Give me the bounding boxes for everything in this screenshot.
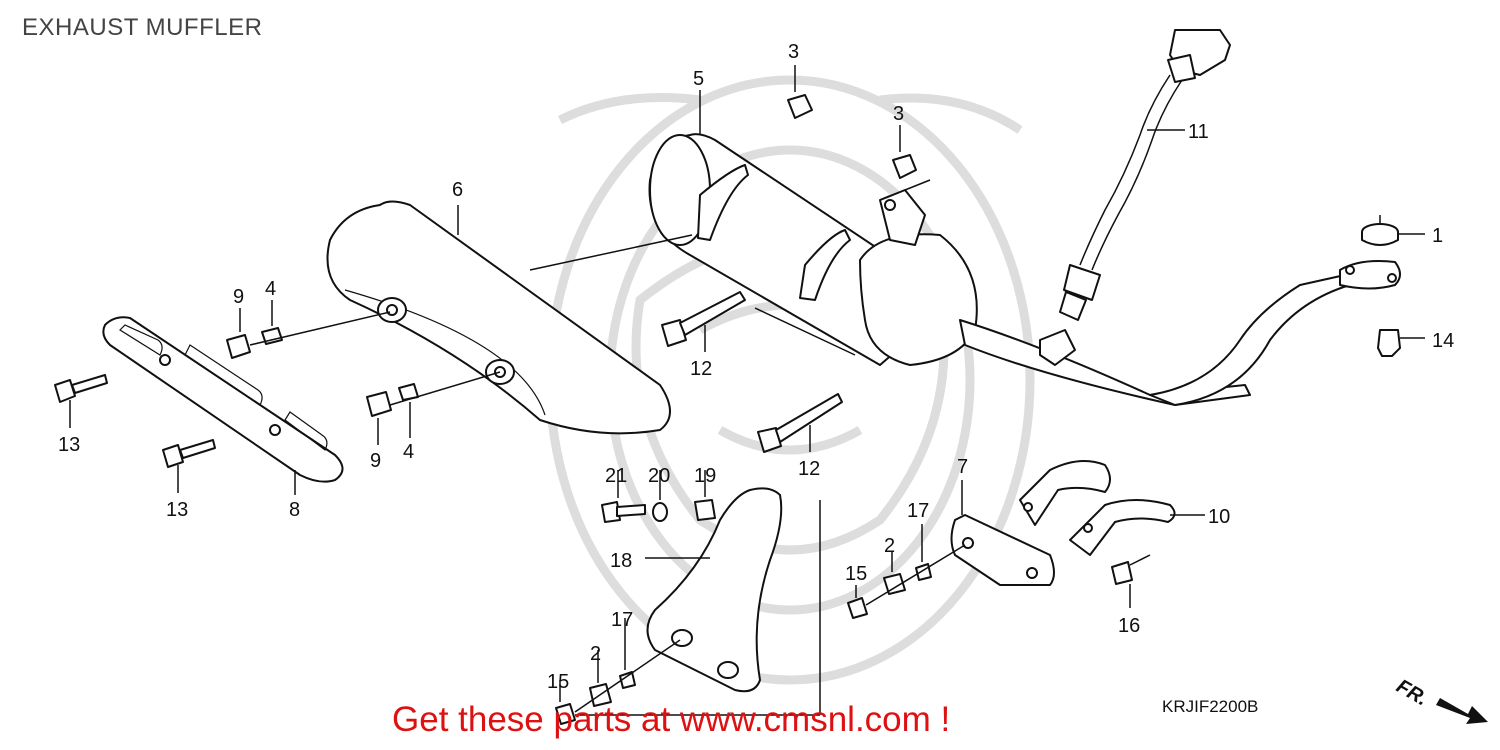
callout-3-top: 3: [788, 41, 799, 63]
mounting-bolts: [661, 291, 843, 453]
front-label: FR.: [1393, 675, 1432, 710]
callout-11: 11: [1188, 121, 1209, 143]
callout-13-left: 13: [58, 434, 80, 456]
callout-14: 14: [1432, 330, 1454, 352]
heat-guard: [102, 316, 344, 495]
callout-17-right: 17: [907, 500, 929, 522]
stay-mount-lower: [555, 618, 681, 725]
callout-10: 10: [1208, 506, 1230, 528]
callout-7: 7: [957, 456, 968, 478]
callout-15-right: 15: [845, 563, 867, 585]
callout-3-mid: 3: [893, 103, 904, 125]
stay-fasteners: [601, 470, 716, 523]
callout-18: 18: [610, 550, 632, 572]
hanger-fasteners: [847, 524, 1151, 619]
callout-8: 8: [289, 499, 300, 521]
callout-12-top: 12: [690, 358, 712, 380]
callout-17-left: 17: [611, 609, 633, 631]
muffler-stay: [645, 487, 783, 693]
page-title: EXHAUST MUFFLER: [22, 14, 263, 41]
leader-lines: [457, 90, 856, 716]
exhaust-gasket: [1361, 215, 1425, 246]
callout-21: 21: [605, 465, 627, 487]
front-direction-marker: FR.: [1393, 675, 1488, 724]
exhaust-pipe: [1039, 260, 1401, 406]
flange-nut: [1377, 329, 1425, 357]
callout-19: 19: [694, 465, 716, 487]
guard-bolts: [54, 374, 216, 493]
callout-2-left: 2: [590, 643, 601, 665]
muffler-clips: [787, 65, 917, 179]
o2-sensor: [1059, 29, 1231, 321]
callout-6: 6: [452, 179, 463, 201]
callout-4-bottom: 4: [403, 441, 414, 463]
callout-5: 5: [693, 68, 704, 90]
callout-13-bottom: 13: [166, 499, 188, 521]
callout-numbers: 1 2 2 3 3 4 4 5 6 7 8 9 9 10 11 12 12 13…: [58, 41, 1454, 693]
callout-2-right: 2: [884, 535, 895, 557]
callout-9-bottom: 9: [370, 450, 381, 472]
shop-link-banner[interactable]: Get these parts at www.cmsnl.com !: [392, 700, 951, 739]
grommets-collars: [226, 300, 501, 445]
callout-15-left: 15: [547, 671, 569, 693]
diagram-code: KRJIF2200B: [1162, 697, 1259, 716]
callout-4-top: 4: [265, 278, 276, 300]
callout-20: 20: [648, 465, 670, 487]
callout-12-bottom: 12: [798, 458, 820, 480]
callout-1: 1: [1432, 225, 1443, 247]
front-arrow-icon: [1436, 698, 1488, 724]
muffler-body: [648, 133, 1251, 406]
callout-9-top: 9: [233, 286, 244, 308]
callout-16: 16: [1118, 615, 1140, 637]
hanger-bracket: [950, 460, 1205, 586]
